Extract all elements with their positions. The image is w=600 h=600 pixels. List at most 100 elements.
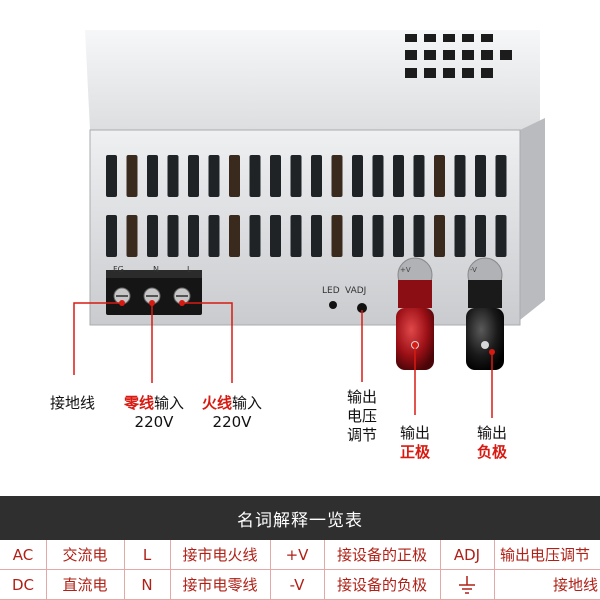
live-suffix: 输入 [232, 394, 263, 412]
vent-slot [106, 215, 117, 257]
positive-output-post: +V [396, 257, 434, 370]
vent-slot [331, 215, 343, 257]
vent-slot [208, 215, 220, 257]
positive-annotation: 输出 正极 [393, 424, 437, 462]
neutral-voltage: 220V [134, 413, 174, 431]
vent-slot [352, 215, 363, 257]
vent-slot [208, 155, 220, 197]
vent-slot [167, 215, 179, 257]
vent-slot [393, 215, 404, 257]
legend-meaning: 交流电 [62, 546, 108, 564]
led-indicator [329, 301, 337, 309]
positive-line-2: 正极 [399, 443, 430, 461]
vent-slot [290, 155, 302, 197]
legend-term: +V [285, 546, 309, 564]
adjust-annotation: 输出 电压 调节 [340, 388, 384, 445]
negative-line-1: 输出 [476, 424, 507, 442]
legend-divider [170, 540, 171, 600]
vent-slot [249, 215, 261, 257]
power-supply-illustration: FG N L LED VADJ +V -V [73, 30, 545, 418]
vent-slot [290, 215, 302, 257]
live-voltage: 220V [212, 413, 252, 431]
legend-title-banner: 名词解释一览表 [0, 496, 600, 540]
leader-lines [73, 300, 495, 418]
legend-term: L [142, 546, 152, 564]
vent-slot [495, 155, 507, 197]
vent-slot [393, 155, 404, 197]
live-annotation: 火线输入 220V [194, 394, 270, 432]
vent-slot [331, 155, 343, 197]
ground-leader [73, 302, 122, 375]
front-vents-row-2 [106, 215, 507, 257]
legend-divider [270, 540, 271, 600]
vent-slot [270, 155, 281, 197]
vent-slot [454, 155, 466, 197]
neutral-annotation: 零线输入 220V [116, 394, 192, 432]
legend-meaning: 接设备的正极 [336, 546, 427, 564]
neutral-suffix: 输入 [154, 394, 185, 412]
vent-slot [167, 155, 179, 197]
negative-output-post: -V [466, 257, 504, 370]
neutral-highlight: 零线 [123, 394, 154, 412]
vadj-potentiometer [357, 303, 367, 313]
legend-divider [324, 540, 325, 600]
legend-row: DC 直流电 N 接市电零线 -V 接设备的负极 接地线 [0, 570, 600, 600]
vent-slot [454, 215, 466, 257]
legend-divider [46, 540, 47, 600]
terminal-label-l: L [187, 265, 192, 274]
vent-slot [434, 155, 445, 197]
live-highlight: 火线 [201, 394, 232, 412]
positive-line-1: 输出 [399, 424, 430, 442]
vent-slot [188, 215, 199, 257]
vent-slot [147, 215, 158, 257]
legend-table: AC 交流电 L 接市电火线 +V 接设备的正极 ADJ 输出电压调节 DC 直… [0, 540, 600, 600]
vent-slot [475, 215, 486, 257]
chassis-top [85, 30, 540, 130]
negative-line-2: 负极 [476, 443, 507, 461]
vent-slot [270, 215, 281, 257]
vent-slot [413, 155, 425, 197]
vent-slot [495, 215, 507, 257]
chassis-side [520, 118, 545, 320]
vent-slot [126, 155, 138, 197]
legend-meaning: 接市电火线 [182, 546, 258, 564]
led-label: LED [322, 286, 340, 296]
front-vents-row-1 [106, 155, 507, 197]
legend-divider [440, 540, 441, 600]
vadj-label: VADJ [345, 286, 366, 296]
legend-meaning: 接市电零线 [182, 576, 258, 594]
positive-post-label: +V [400, 266, 411, 274]
vent-slot [126, 215, 138, 257]
vent-slot [372, 215, 384, 257]
terminal-label-n: N [153, 265, 159, 274]
vent-slot [249, 155, 261, 197]
vent-slot [188, 155, 199, 197]
vent-slot [106, 155, 117, 197]
vent-slot [147, 155, 158, 197]
legend-term: AC [12, 546, 34, 564]
legend-meaning: 接设备的负极 [336, 576, 427, 594]
terminal-label-fg: FG [113, 265, 124, 274]
ground-annotation: 接地线 [50, 394, 96, 412]
live-leader [182, 302, 233, 383]
legend-term: DC [11, 576, 35, 594]
negative-annotation: 输出 负极 [470, 424, 514, 462]
vent-slot [434, 215, 445, 257]
vent-slot [311, 155, 322, 197]
ac-terminal-block: FG N L [106, 265, 202, 315]
legend-meaning: 接地线 [552, 576, 598, 594]
legend-row: AC 交流电 L 接市电火线 +V 接设备的正极 ADJ 输出电压调节 [0, 540, 600, 570]
vent-slot [413, 215, 425, 257]
top-vents [405, 34, 512, 78]
vent-slot [229, 155, 240, 197]
vent-slot [372, 155, 384, 197]
legend-meaning: 输出电压调节 [500, 546, 591, 564]
vent-slot [311, 215, 322, 257]
adjust-line-3: 调节 [346, 426, 377, 444]
negative-post-label: -V [470, 266, 477, 274]
legend-term: -V [289, 576, 305, 594]
legend-divider [124, 540, 125, 600]
legend-meaning: 直流电 [62, 576, 108, 594]
vent-slot [352, 155, 363, 197]
